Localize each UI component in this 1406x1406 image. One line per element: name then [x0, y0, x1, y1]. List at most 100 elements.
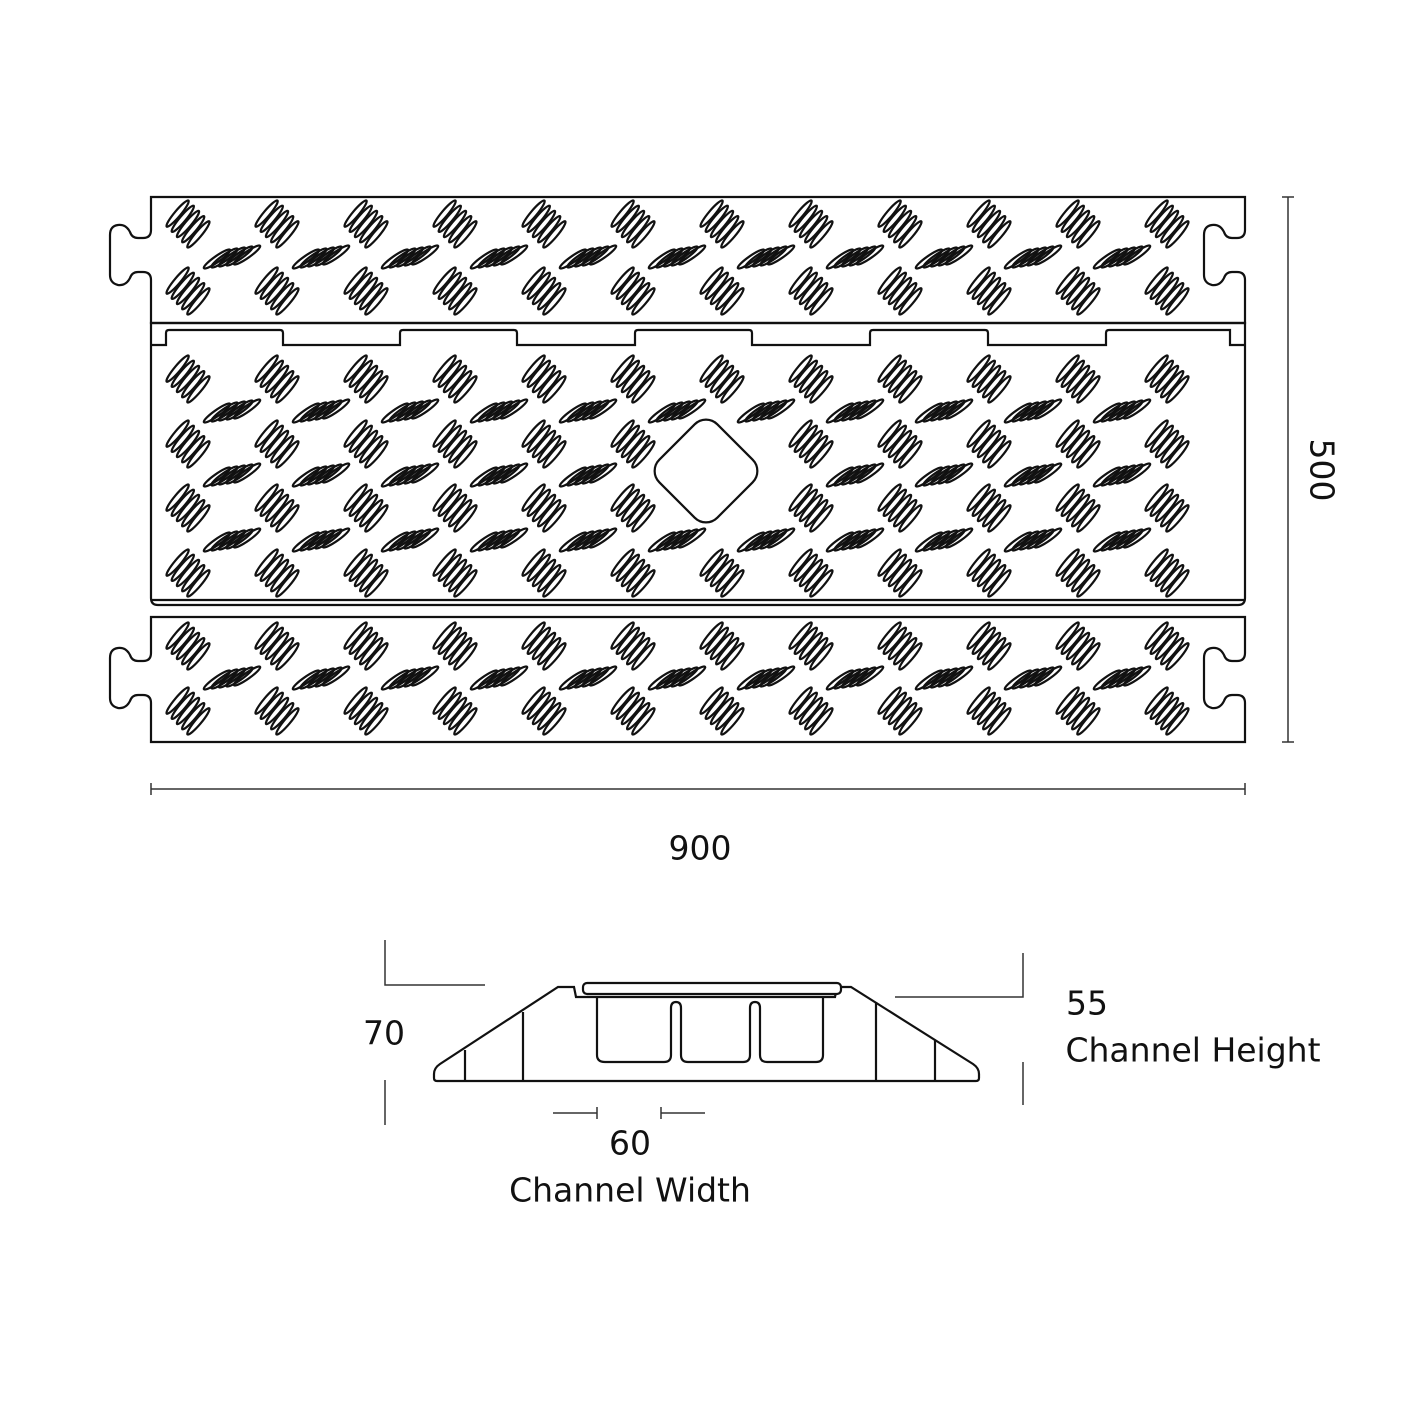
tread-group — [877, 621, 923, 671]
tread-rib — [348, 359, 374, 389]
tread-group — [610, 483, 656, 533]
tread-rib — [615, 626, 641, 656]
tread-rib — [631, 440, 656, 469]
tread-group — [610, 199, 656, 249]
tread-rib — [677, 527, 707, 549]
tread-rib — [358, 636, 384, 666]
tread-rib — [809, 504, 834, 533]
tread-rib — [1154, 558, 1180, 588]
tread-group — [1144, 199, 1190, 249]
tread-rib — [610, 419, 635, 448]
tread-rib — [809, 707, 834, 736]
tread-rib — [275, 287, 300, 316]
tread-rib — [1165, 440, 1190, 469]
tread-group — [1144, 548, 1190, 598]
tread-group — [966, 199, 1012, 249]
tread-rib — [1144, 483, 1169, 512]
tread-rib — [981, 563, 1007, 593]
tread-rib — [254, 548, 279, 577]
tread-rib — [882, 626, 908, 656]
tread-rib — [1076, 569, 1101, 598]
tread-group — [647, 527, 707, 553]
tread-rib — [625, 434, 651, 464]
tread-group — [254, 266, 300, 316]
tread-rib — [275, 220, 300, 249]
tread-rib — [981, 434, 1007, 464]
tread-rib — [699, 686, 724, 715]
tread-rib — [798, 558, 824, 588]
tread-rib — [976, 276, 1002, 306]
tread-rib — [704, 271, 730, 301]
tread-rib — [410, 244, 440, 266]
tread-rib — [1149, 626, 1175, 656]
tread-group — [788, 686, 834, 736]
tread-rib — [620, 493, 646, 523]
tread-group — [1055, 621, 1101, 671]
tread-rib — [432, 419, 457, 448]
tread-rib — [1144, 686, 1169, 715]
tread-rib — [521, 266, 546, 295]
tread-rib — [264, 493, 290, 523]
tread-rib — [1149, 271, 1175, 301]
tread-group — [343, 199, 389, 249]
tread-rib — [855, 665, 885, 687]
tread-group — [380, 462, 440, 488]
tread-group — [1003, 527, 1063, 553]
tread-rib — [971, 691, 997, 721]
tread-rib — [175, 276, 201, 306]
tread-rib — [704, 204, 730, 234]
tread-rib — [1144, 199, 1169, 228]
tread-rib — [442, 696, 468, 726]
tread-rib — [453, 642, 478, 671]
tread-group — [877, 266, 923, 316]
tread-rib — [809, 375, 834, 404]
tread-rib — [588, 665, 618, 687]
tread-rib — [981, 636, 1007, 666]
tread-rib — [536, 563, 562, 593]
tread-rib — [1149, 424, 1175, 454]
tread-rib — [987, 569, 1012, 598]
tread-rib — [175, 364, 201, 394]
tread-group — [469, 244, 529, 270]
tread-rib — [766, 398, 796, 420]
tread-rib — [170, 271, 196, 301]
tread-rib — [269, 563, 295, 593]
tread-rib — [343, 483, 368, 512]
tread-group — [610, 419, 656, 469]
tread-rib — [165, 266, 190, 295]
tread-group — [736, 665, 796, 691]
tread-rib — [1060, 691, 1086, 721]
tread-rib — [615, 691, 641, 721]
tread-rib — [976, 696, 1002, 726]
tread-rib — [620, 209, 646, 239]
tread-rib — [1055, 686, 1080, 715]
tread-rib — [704, 359, 730, 389]
tread-rib — [966, 686, 991, 715]
tread-rib — [981, 214, 1007, 244]
tread-rib — [1159, 636, 1185, 666]
tread-rib — [898, 569, 923, 598]
tread-rib — [588, 398, 618, 420]
tread-rib — [971, 553, 997, 583]
tread-group — [788, 548, 834, 598]
tread-rib — [321, 244, 351, 266]
tread-rib — [625, 214, 651, 244]
tread-rib — [610, 548, 635, 577]
tread-rib — [180, 498, 206, 528]
tread-rib — [531, 429, 557, 459]
tread-rib — [766, 665, 796, 687]
tread-group — [1092, 462, 1152, 488]
tread-group — [788, 266, 834, 316]
tread-rib — [704, 626, 730, 656]
tread-rib — [453, 707, 478, 736]
tread-rib — [321, 462, 351, 484]
tread-rib — [610, 354, 635, 383]
tread-rib — [803, 701, 829, 731]
tread-group — [521, 621, 567, 671]
tread-rib — [542, 504, 567, 533]
tread-rib — [615, 553, 641, 583]
tread-rib — [1149, 488, 1175, 518]
tread-group — [380, 244, 440, 270]
tread-rib — [321, 398, 351, 420]
tread-group — [1144, 621, 1190, 671]
